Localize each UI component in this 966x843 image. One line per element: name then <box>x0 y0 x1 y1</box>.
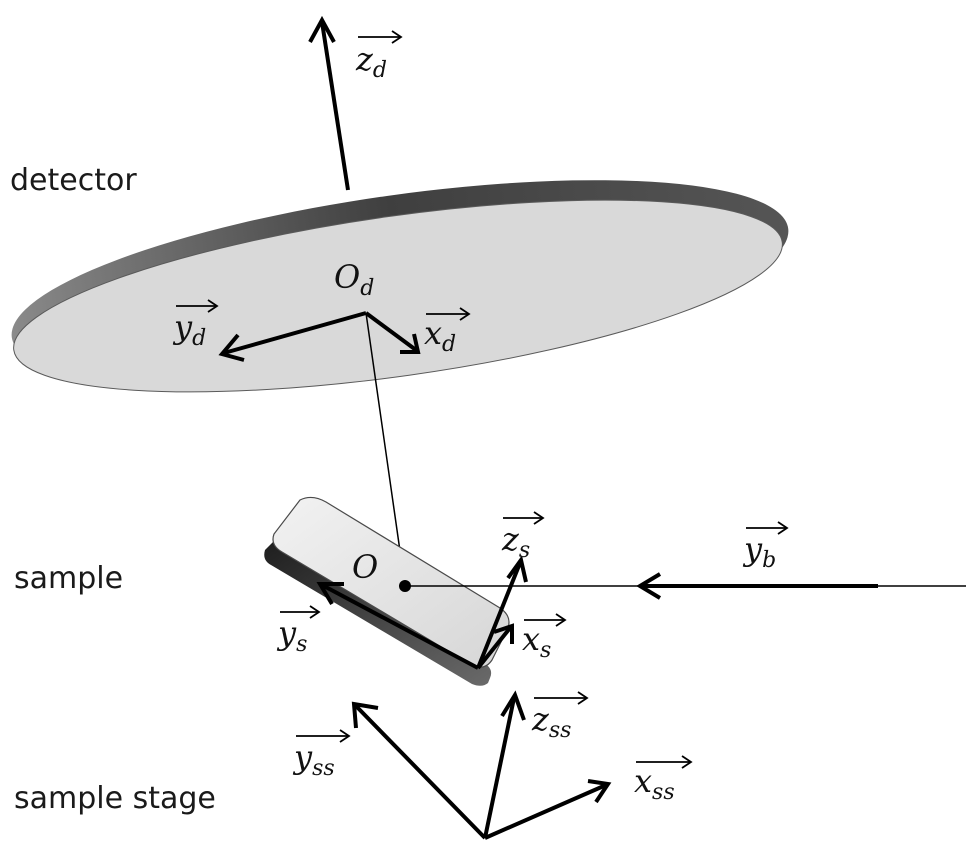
svg-text:zd: zd <box>355 40 387 83</box>
svg-text:yss: yss <box>292 738 335 781</box>
z-s-arrow <box>476 555 528 669</box>
z-ss-symbol: zss <box>531 691 589 743</box>
x-d-arrow <box>364 311 421 354</box>
o-d-symbol: Od <box>334 258 374 301</box>
x-ss-arrow <box>484 779 612 840</box>
sample-stage-label: sample stage <box>14 781 216 816</box>
detector-face <box>13 199 783 393</box>
svg-text:O: O <box>352 548 378 586</box>
sample-block <box>264 496 510 686</box>
detector-label: detector <box>10 163 137 198</box>
svg-text:ys: ys <box>276 614 307 657</box>
sample-label: sample <box>14 561 123 596</box>
x-s-symbol: xs <box>522 613 567 663</box>
sample-face <box>272 496 510 668</box>
svg-text:Od: Od <box>334 258 374 301</box>
svg-text:zss: zss <box>531 700 571 743</box>
svg-text:zs: zs <box>501 520 530 563</box>
y-ss-symbol: yss <box>292 729 351 781</box>
x-d-symbol: xd <box>424 307 471 357</box>
svg-text:yb: yb <box>742 530 776 573</box>
z-d-symbol: zd <box>355 30 403 83</box>
z-ss-arrow <box>483 690 526 839</box>
y-s-symbol: ys <box>276 605 321 657</box>
origin-point <box>399 580 411 592</box>
o-symbol: O <box>352 548 378 586</box>
z-d-arrow <box>308 15 350 191</box>
y-d-arrow <box>218 311 367 362</box>
sample-to-detector-line <box>365 312 406 587</box>
y-b-symbol: yb <box>742 521 789 573</box>
svg-text:yd: yd <box>172 308 206 351</box>
svg-text:xd: xd <box>424 314 456 357</box>
svg-text:xss: xss <box>634 762 675 805</box>
x-ss-symbol: xss <box>634 755 693 805</box>
y-s-arrow <box>316 582 479 670</box>
y-b-arrow <box>636 572 878 600</box>
x-s-arrow <box>476 623 514 670</box>
detector-disk <box>11 180 789 393</box>
svg-text:xs: xs <box>522 620 551 663</box>
y-d-symbol: yd <box>172 299 219 351</box>
y-ss-arrow <box>351 701 487 840</box>
z-s-symbol: zs <box>501 511 545 563</box>
